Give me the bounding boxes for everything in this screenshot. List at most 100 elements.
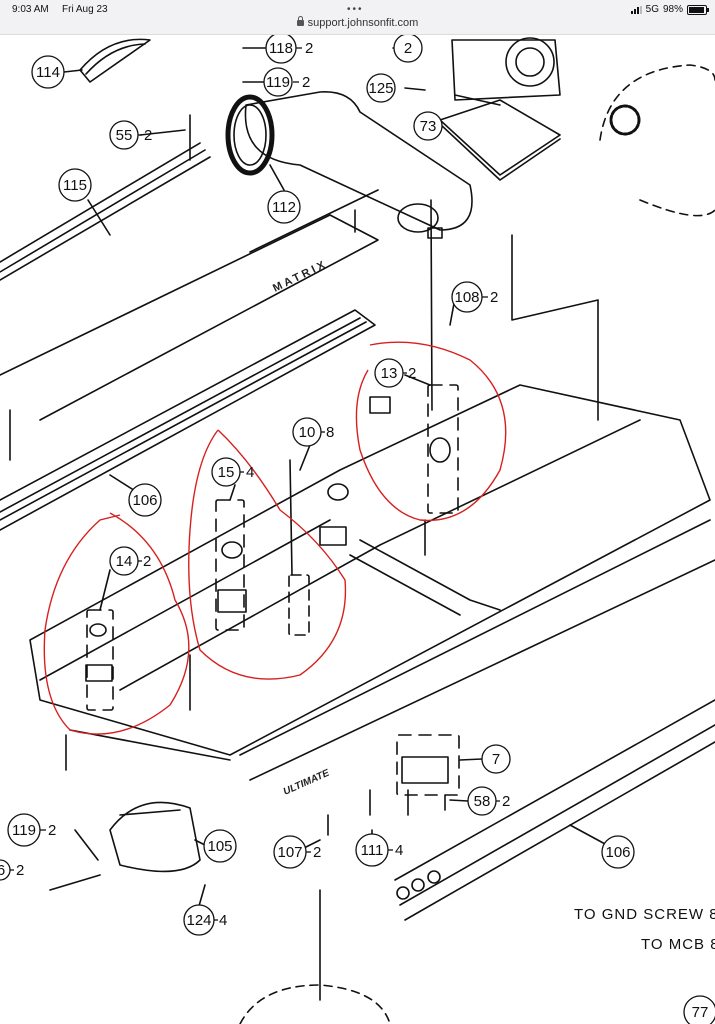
- callout-qty: 2: [502, 793, 510, 810]
- callout-106-right: [601, 835, 635, 869]
- callout-qty: 8: [326, 424, 334, 441]
- callout-qty: 4: [246, 464, 254, 481]
- url-text: support.johnsonfit.com: [307, 17, 419, 29]
- status-date: Fri Aug 23: [62, 4, 108, 15]
- callout-id: 15: [218, 464, 235, 481]
- callout-qty: 2: [302, 74, 310, 91]
- aluminum-rail-right: [394, 699, 715, 921]
- callout-id: 6: [0, 862, 5, 879]
- callout-114: [31, 55, 65, 89]
- dash-marks: [10, 47, 500, 921]
- callout-id: 58: [474, 793, 491, 810]
- wiring-notes: TO GND SCREW 85 TO MCB 8: [574, 906, 715, 953]
- callout-115: [58, 168, 92, 202]
- callout-qty: 4: [219, 912, 227, 929]
- bracket: [369, 396, 391, 414]
- callout-id: 106: [605, 844, 630, 861]
- callout-qty: 2: [144, 127, 152, 144]
- callout-qty: 4: [395, 842, 403, 859]
- brand-matrix: MATRIX: [271, 258, 330, 295]
- battery-percent: 98%: [662, 4, 683, 15]
- callout-id: 119: [266, 74, 290, 91]
- callout-id: 10: [299, 424, 316, 441]
- battery-icon: [687, 4, 709, 15]
- lock-icon: [296, 16, 304, 26]
- red-circle-15: [188, 429, 347, 680]
- spacer: [221, 541, 243, 559]
- drive-pulley: [609, 104, 641, 136]
- motor: [451, 39, 561, 101]
- callout-112: [267, 190, 301, 224]
- callout-id: 119: [12, 822, 36, 839]
- callout-77: [683, 995, 715, 1024]
- note-gnd-screw: TO GND SCREW 85: [574, 906, 715, 923]
- callout-qty: 2: [48, 822, 56, 839]
- parts-diagram: MATRIX ULTIMATE 114 118: [0, 35, 715, 1024]
- callout-125: [366, 73, 396, 103]
- note-mcb: TO MCB 8: [641, 936, 715, 953]
- bracket: [217, 589, 247, 613]
- red-circle-13: [355, 341, 507, 522]
- bottom-detail-circle: [239, 984, 391, 1024]
- callout-id: 107: [277, 844, 302, 861]
- callout-id: 118: [269, 40, 293, 57]
- callout-id: 106: [132, 492, 157, 509]
- callout-qty: 2: [143, 553, 151, 570]
- line-art: [0, 37, 715, 1024]
- callout-id: 7: [492, 751, 500, 768]
- status-bar: 9:03 AM Fri Aug 23 ••• support.johnsonfi…: [0, 0, 715, 35]
- spacer: [429, 437, 451, 463]
- callout-2: [393, 35, 423, 63]
- callout-labels: 114 118 2 2 119 2 125 55 2 73 115 112 10…: [0, 40, 708, 1021]
- callout-id: 77: [692, 1004, 709, 1021]
- callout-id: 114: [36, 64, 60, 81]
- callout-qty: 2: [305, 40, 313, 57]
- signal-icon: [630, 5, 642, 14]
- brand-ultimate: ULTIMATE: [282, 768, 332, 798]
- aluminum-rail-left: [0, 309, 376, 531]
- spacer: [327, 483, 349, 501]
- callout-id: 2: [404, 40, 412, 57]
- belt-part: [79, 38, 151, 83]
- callout-id: 124: [186, 912, 211, 929]
- callout-qty: 2: [16, 862, 24, 879]
- callout-119-top: [263, 67, 293, 97]
- bracket: [319, 526, 347, 546]
- callout-id: 105: [207, 838, 232, 855]
- end-cap: [109, 801, 201, 873]
- motor-plate: [439, 99, 561, 176]
- callout-id: 55: [116, 127, 133, 144]
- bracket: [85, 664, 113, 682]
- side-rail-left: [0, 142, 211, 281]
- address-bar[interactable]: support.johnsonfit.com: [0, 16, 715, 29]
- callout-id: 108: [454, 289, 479, 306]
- callout-id: 125: [368, 80, 393, 97]
- red-circle-14: [43, 512, 190, 735]
- front-roller: [244, 91, 473, 231]
- callout-id: 111: [361, 842, 384, 859]
- red-annotations: [43, 341, 507, 735]
- callout-id: 112: [272, 199, 296, 216]
- callout-id: 73: [420, 118, 437, 135]
- callout-7: [481, 744, 511, 774]
- network-type: 5G: [645, 4, 659, 15]
- spacer: [89, 623, 107, 637]
- callout-105: [203, 829, 237, 863]
- callout-106-left: [128, 483, 162, 517]
- more-options-icon[interactable]: •••: [347, 4, 364, 15]
- detail-circle: [599, 64, 715, 141]
- callout-qty: 2: [408, 365, 416, 382]
- callout-id: 115: [63, 177, 87, 194]
- bracket: [401, 756, 449, 784]
- callout-qty: 2: [490, 289, 498, 306]
- callout-qty: 2: [313, 844, 321, 861]
- callout-id: 13: [381, 365, 398, 382]
- callout-id: 14: [116, 553, 133, 570]
- callouts: [0, 35, 715, 1024]
- status-time: 9:03 AM: [12, 4, 49, 15]
- callout-73: [413, 111, 443, 141]
- status-indicators: 5G 98%: [630, 4, 709, 15]
- deck-rail: [0, 214, 379, 421]
- bolt: [49, 874, 101, 891]
- main-frame: [29, 384, 711, 756]
